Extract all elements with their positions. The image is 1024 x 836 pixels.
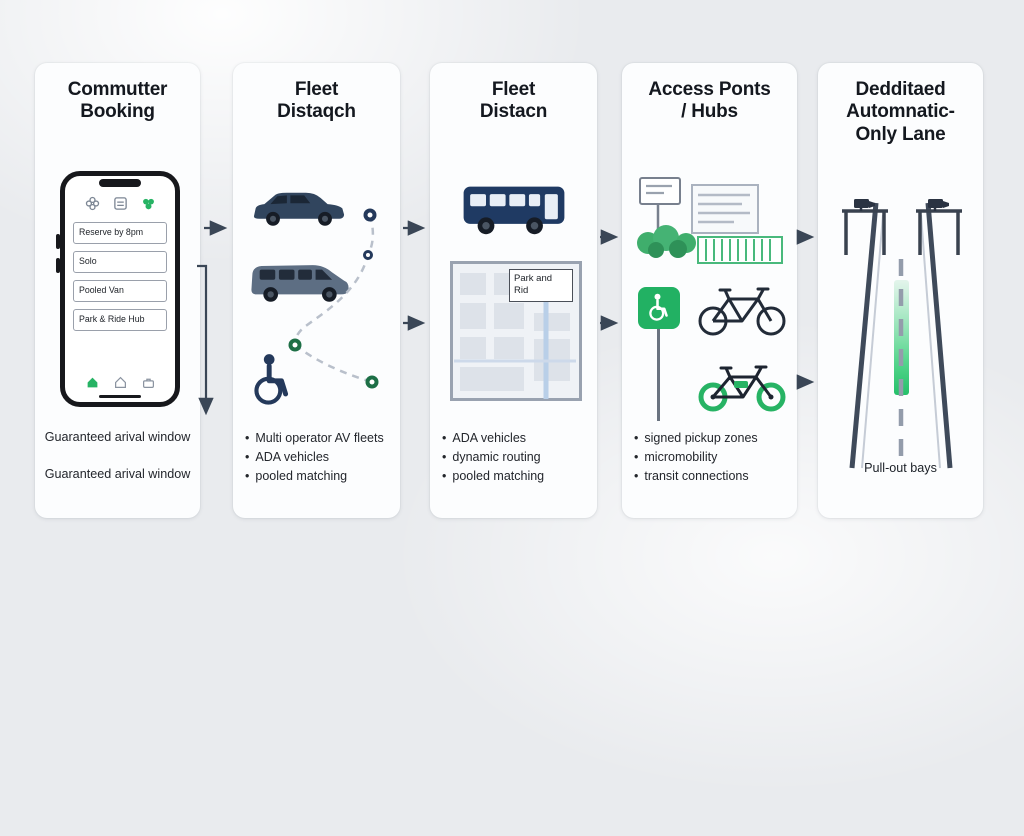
- notice-board-icon: [691, 184, 759, 234]
- sign-pole: [657, 329, 660, 421]
- bullet-label: Multi operator AV fleets: [255, 431, 384, 445]
- booking-option: Pooled Van: [73, 280, 167, 302]
- bullet-item: • dynamic routing: [442, 450, 593, 465]
- home-icon-gray: [114, 376, 126, 388]
- title-line: Distacn: [479, 101, 548, 123]
- leaf-app-icon: [142, 198, 154, 210]
- title-line: Only Lane: [855, 123, 946, 145]
- column-title: Fleet Distacn: [430, 79, 597, 124]
- home-icon-green: [87, 377, 97, 388]
- bullet-item: • ADA vehicles: [245, 450, 396, 465]
- column-fleet-dispatch-1: Fleet Distaqch: [233, 63, 400, 518]
- bullet-item: • micromobility: [634, 450, 793, 465]
- booking-option-label: Reserve by 8pm: [79, 227, 144, 237]
- phone-side-button: [56, 234, 60, 249]
- bullet-marker: •: [442, 431, 447, 445]
- title-line: Fleet: [294, 79, 339, 100]
- briefcase-icon: [142, 378, 154, 388]
- booking-option-label: Solo: [79, 256, 97, 266]
- bullet-label: dynamic routing: [452, 450, 541, 465]
- title-line: Fleet: [491, 79, 536, 100]
- camera-gantry-icon: [842, 199, 888, 255]
- phone-notch: [99, 179, 141, 187]
- park-ride-label: Park and Rid: [509, 269, 573, 302]
- bullet-marker: •: [245, 431, 250, 445]
- accessibility-sign-icon: [638, 287, 680, 329]
- bullet-item: • pooled matching: [245, 470, 396, 483]
- park-ride-label-line: Rid: [514, 285, 529, 297]
- bullet-marker: •: [634, 469, 639, 484]
- transit-map-illustration: [450, 261, 582, 401]
- av-lane-road-illustration: [842, 199, 962, 469]
- column-title: Access Ponts / Hubs: [622, 79, 797, 124]
- bullet-label: micromobility: [644, 450, 718, 465]
- column-title: Commutter Booking: [35, 79, 200, 124]
- bullet-label: signed pickup zones: [644, 431, 758, 445]
- bullet-marker: •: [442, 450, 447, 465]
- bullet-list: • signed pickup zones • micromobility • tra…: [634, 431, 793, 489]
- title-line: Booking: [80, 101, 155, 123]
- phone-side-button: [56, 258, 60, 273]
- pull-out-bays-label: Pull-out bays: [864, 461, 937, 475]
- booking-option-label: Pooled Van: [79, 285, 124, 295]
- title-line: Commutter: [67, 79, 168, 100]
- column-dedicated-av-lane: Dedditaed Automnatic- Only Lane: [818, 63, 983, 518]
- bullet-item: • Multi operator AV fleets: [245, 431, 396, 445]
- bullet-marker: •: [245, 469, 250, 484]
- bullet-marker: •: [634, 431, 639, 445]
- bullet-item: • signed pickup zones: [634, 431, 793, 445]
- bullet-label: pooled matching: [452, 469, 545, 484]
- park-ride-label-line: Park and: [514, 273, 553, 284]
- note-text: Guaranteed arival window: [44, 467, 191, 481]
- phone-nav-bar: [65, 376, 175, 389]
- bullet-label: transit connections: [644, 469, 749, 484]
- bullet-label: ADA vehicles: [255, 450, 330, 465]
- fence-icon: [697, 236, 783, 264]
- flower-app-icon: [85, 196, 99, 211]
- bullet-item: • ADA vehicles: [442, 431, 593, 445]
- title-line: Automnatic-: [846, 101, 955, 123]
- ebike-icon: [698, 365, 786, 412]
- phone-mockup: Reserve by 8pm Solo Pooled Van Park & Ri…: [56, 171, 180, 407]
- route-path-illustration: [288, 208, 379, 389]
- hub-signage-illustration: [637, 177, 783, 264]
- camera-gantry-icon: [916, 199, 962, 255]
- title-line: Distaqch: [277, 101, 356, 123]
- phone-home-indicator: [99, 394, 141, 398]
- booking-option: Reserve by 8pm: [73, 222, 167, 244]
- booking-option-label: Park & Ride Hub: [79, 314, 145, 324]
- bus-icon: [463, 186, 565, 235]
- bullet-marker: •: [634, 450, 639, 465]
- column-title: Fleet Distaqch: [233, 79, 400, 124]
- hedge-icon: [637, 225, 696, 258]
- sedan-car-icon: [253, 192, 345, 226]
- column-access-points-hubs: Access Ponts / Hubs: [622, 63, 797, 518]
- bullet-list: • ADA vehicles • dynamic routing • pooled m…: [442, 431, 593, 489]
- column-title: Dedditaed Automnatic- Only Lane: [818, 79, 983, 146]
- column-commuter-booking: Commutter Booking: [35, 63, 200, 518]
- bullet-label: ADA vehicles: [452, 431, 527, 445]
- phone-app-icon-row: [65, 196, 175, 211]
- bullet-list: •Multi operator AV fleets •ADA vehicles …: [245, 431, 396, 489]
- bullet-item: • pooled matching: [442, 470, 593, 483]
- bicycle-icon: [698, 287, 786, 336]
- bullet-marker: •: [245, 450, 250, 465]
- bullet-label: pooled matching: [255, 469, 348, 484]
- minivan-icon: [251, 265, 349, 302]
- title-line: / Hubs: [681, 101, 738, 123]
- column-fleet-dispatch-2: Fleet Distacn Pa: [430, 63, 597, 518]
- bullet-item: • transit connections: [634, 470, 793, 483]
- title-line: Access Ponts: [648, 79, 771, 100]
- info-sign-icon: [639, 177, 681, 229]
- booking-option-list: Reserve by 8pm Solo Pooled Van Park & Ri…: [73, 222, 167, 338]
- title-line: Dedditaed: [855, 79, 946, 100]
- booking-option: Park & Ride Hub: [73, 309, 167, 331]
- note-text: Guaranteed arival window: [44, 430, 191, 444]
- booking-option: Solo: [73, 251, 167, 273]
- wheelchair-icon: [254, 354, 289, 405]
- bullet-marker: •: [442, 469, 447, 484]
- grid-app-icon: [113, 197, 127, 210]
